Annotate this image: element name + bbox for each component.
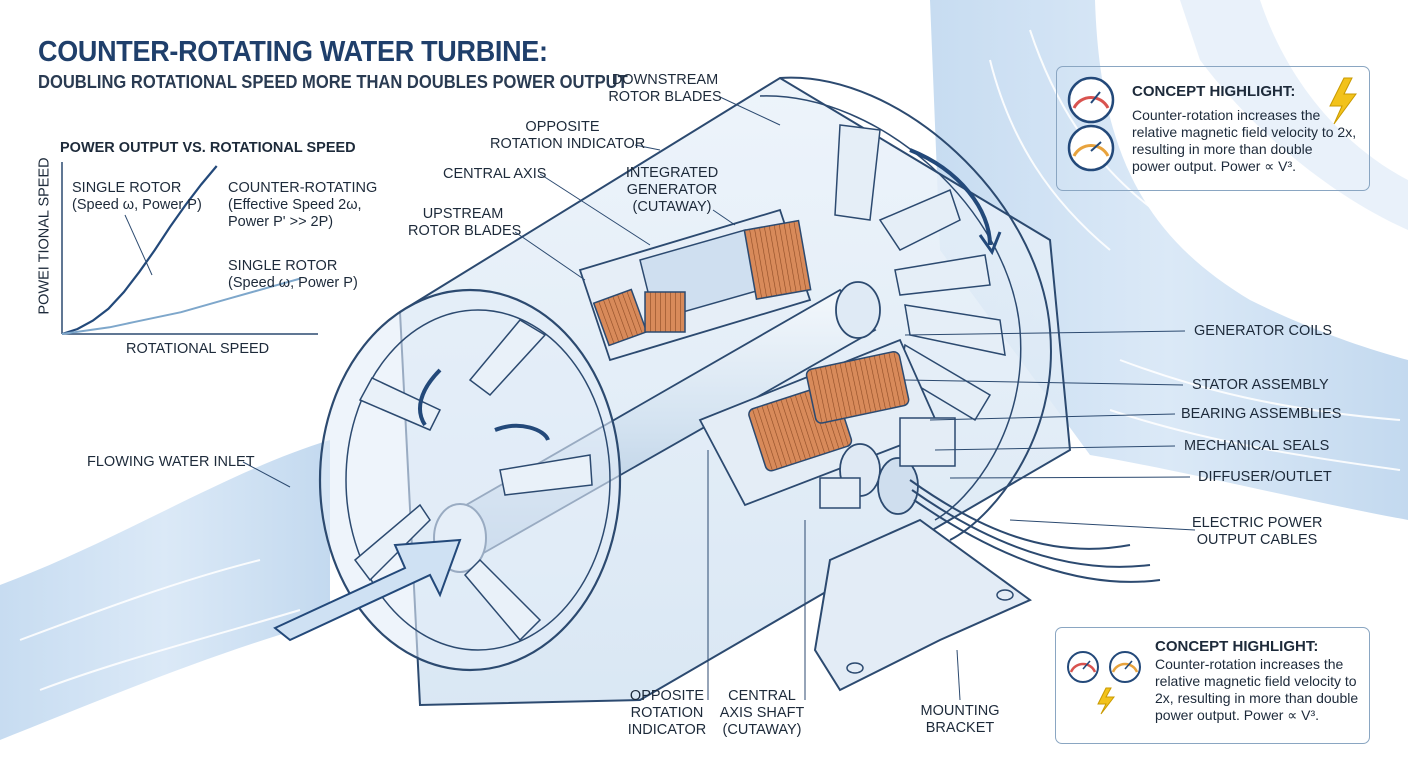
label-opposite-rotation-indicator-bottom: OPPOSITE ROTATION INDICATOR (627, 688, 707, 738)
concept-highlight-heading: CONCEPT HIGHLIGHT: (1155, 638, 1319, 655)
label-downstream-rotor-blades: DOWNSTREAM ROTOR BLADES (608, 72, 722, 105)
power-cables (909, 479, 1161, 583)
label-diffuser-outlet: DIFFUSER/OUTLET (1198, 469, 1332, 485)
gauge-icons-top (1067, 76, 1357, 172)
power-speed-chart (61, 162, 318, 336)
gauge-icon (1109, 651, 1141, 683)
series-0-leader (124, 214, 153, 276)
series-1-label: SINGLE ROTOR (Speed ω, Power P) (72, 180, 202, 213)
counter-rotating-curve (61, 165, 218, 336)
concept-highlight-panel-bottom: CONCEPT HIGHLIGHT: Counter-rotation incr… (1055, 627, 1370, 744)
chart-title: POWER OUTPUT VS. ROTATIONAL SPEED (60, 140, 356, 156)
label-central-axis-shaft: CENTRAL AXIS SHAFT (CUTAWAY) (719, 688, 805, 738)
label-integrated-generator: INTEGRATED GENERATOR (CUTAWAY) (625, 165, 719, 215)
label-mounting-bracket: MOUNTING BRACKET (920, 703, 1000, 736)
concept-highlight-text: Counter-rotation increases the relative … (1155, 656, 1359, 723)
gauge-icon (1067, 124, 1115, 172)
bearing-assemblies (819, 417, 956, 515)
stator-assembly (698, 338, 942, 507)
mounting-bracket-shape (813, 518, 1032, 692)
integrated-generator (578, 208, 812, 362)
concept-highlight-heading: CONCEPT HIGHLIGHT: (1132, 83, 1296, 100)
generator-coil-left (592, 288, 648, 347)
page-title: COUNTER-ROTATING WATER TURBINE: (38, 36, 548, 68)
gauge-icons-bottom (1067, 651, 1141, 715)
front-flange (318, 288, 622, 672)
leader-lines (242, 96, 1196, 701)
series-1-label-secondary: SINGLE ROTOR (Speed ω, Power P) (228, 258, 358, 291)
rotation-arrows (418, 148, 1002, 441)
label-mechanical-seals: MECHANICAL SEALS (1184, 438, 1330, 454)
concept-highlight-panel-top: CONCEPT HIGHLIGHT: Counter-rotation incr… (1056, 66, 1370, 191)
single-rotor-curve (61, 277, 301, 335)
label-electric-power-output-cables: ELECTRIC POWER OUTPUT CABLES (1192, 515, 1323, 548)
chart-y-axis-label: POWEI TIONAL SPEED (36, 157, 53, 315)
page-subtitle: DOUBLING ROTATIONAL SPEED MORE THAN DOUB… (38, 72, 628, 92)
upstream-blades (353, 319, 593, 642)
lightning-bolt-icon (1097, 687, 1116, 715)
label-central-axis: CENTRAL AXIS (443, 166, 547, 182)
gauge-icon (1067, 651, 1099, 683)
label-opposite-rotation-indicator-top: OPPOSITE ROTATION INDICATOR (490, 119, 646, 152)
downstream-blades (834, 124, 1006, 422)
concept-highlight-text: Counter-rotation increases the relative … (1132, 107, 1357, 174)
label-flowing-water-inlet: FLOWING WATER INLET (87, 454, 255, 470)
inflow-arrow (273, 538, 462, 642)
lightning-bolt-icon (1329, 77, 1357, 125)
label-generator-coils: GENERATOR COILS (1194, 323, 1333, 339)
label-upstream-rotor-blades: UPSTREAM ROTOR BLADES (408, 206, 522, 239)
generator-coil-top (743, 219, 812, 301)
series-0-label: COUNTER-ROTATING (Effective Speed 2ω, Po… (228, 180, 378, 230)
label-stator-assembly: STATOR ASSEMBLY (1192, 377, 1329, 393)
label-bearing-assemblies: BEARING ASSEMBLIES (1181, 406, 1342, 422)
generator-coil-mid (644, 291, 686, 333)
chart-x-axis-label: ROTATIONAL SPEED (126, 341, 270, 357)
gauge-icon (1067, 76, 1115, 124)
